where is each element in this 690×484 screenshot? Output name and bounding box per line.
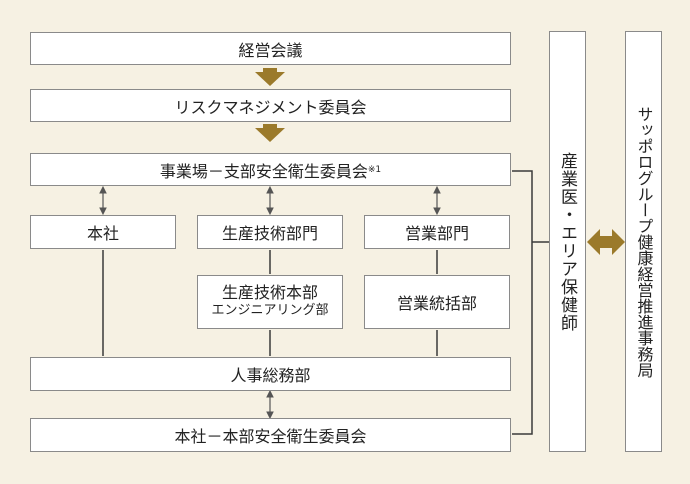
- double-arrow-sales: [433, 185, 441, 216]
- sales-dept-label: 営業部門: [404, 224, 469, 243]
- prod-tech-box: 生産技術部門: [197, 215, 343, 249]
- hr-general-box: 人事総務部: [30, 357, 511, 391]
- occupational-health-label: 産業医・エリア保健師: [557, 151, 577, 332]
- sales-general-box: 営業統括部: [364, 275, 510, 329]
- prod-tech-hq-line1: 生産技術本部: [221, 283, 318, 302]
- down-arrow-1: [255, 68, 285, 86]
- hq-committee-box: 本社－本部安全衛生委員会: [30, 418, 511, 452]
- board-box: 経営会議: [30, 32, 511, 65]
- down-arrow-2: [255, 124, 285, 142]
- occupational-health-box: 産業医・エリア保健師: [549, 31, 586, 452]
- sales-dept-box: 営業部門: [364, 215, 510, 249]
- board-label: 経営会議: [238, 40, 303, 60]
- double-arrow-hr-hq: [266, 389, 274, 420]
- prod-tech-hq-line2: エンジニアリング部: [211, 303, 329, 318]
- prod-tech-hq-box: 生産技術本部 エンジニアリング部: [197, 275, 343, 329]
- site-committee-box: 事業場－支部安全衛生委員会※1: [30, 153, 511, 186]
- hq-committee-label: 本社－本部安全衛生委員会: [174, 427, 367, 446]
- prod-tech-label: 生産技術部門: [221, 224, 318, 243]
- sales-general-label: 営業統括部: [396, 294, 477, 313]
- site-committee-label: 事業場－支部安全衛生委員会: [159, 161, 368, 181]
- gold-double-arrow: [587, 229, 625, 255]
- head-office-label: 本社: [86, 224, 119, 243]
- bracket-to-health: [512, 170, 533, 435]
- hr-general-label: 人事総務部: [230, 366, 311, 385]
- health-office-box: サッポログループ健康経営推進事務局: [625, 31, 662, 452]
- double-arrow-head-office: [99, 185, 107, 216]
- risk-committee-label: リスクマネジメント委員会: [174, 97, 367, 117]
- head-office-box: 本社: [30, 215, 176, 249]
- health-office-label: サッポログループ健康経営推進事務局: [634, 105, 654, 378]
- risk-committee-box: リスクマネジメント委員会: [30, 89, 511, 122]
- double-arrow-prod-tech: [266, 185, 274, 216]
- site-committee-note: ※1: [367, 164, 382, 175]
